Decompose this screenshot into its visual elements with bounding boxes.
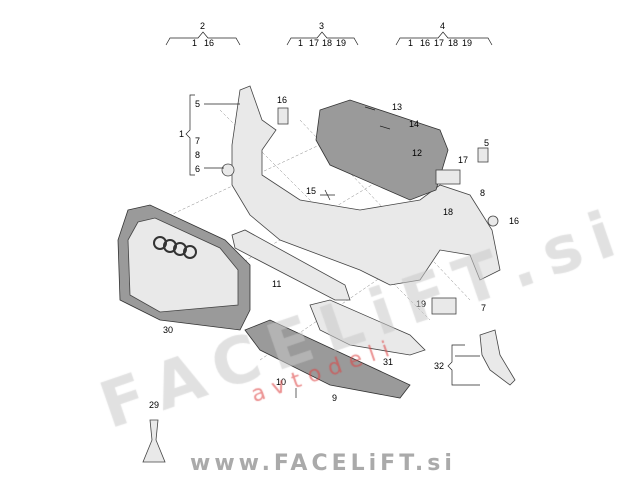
callout[interactable]: 19 [462, 38, 472, 48]
callout[interactable]: 7 [481, 303, 486, 313]
callout[interactable]: 16 [509, 216, 519, 226]
tow-cover[interactable] [435, 169, 461, 185]
clip-5[interactable] [477, 147, 489, 163]
callout[interactable]: 11 [272, 279, 281, 289]
callout[interactable]: 15 [306, 186, 316, 196]
group-2: 2 1 16 [165, 21, 241, 48]
callout[interactable]: 14 [409, 119, 419, 129]
callout[interactable]: 1 [179, 129, 184, 139]
callout[interactable]: 6 [195, 164, 200, 174]
callout[interactable]: 5 [484, 138, 489, 148]
group-label[interactable]: 2 [200, 21, 205, 31]
callout[interactable]: 31 [383, 357, 393, 367]
callout[interactable]: 19 [336, 38, 346, 48]
side-bracket[interactable] [479, 329, 516, 386]
callout[interactable]: 7 [195, 136, 200, 146]
callout[interactable]: 16 [204, 38, 214, 48]
callout[interactable]: 8 [480, 188, 485, 198]
group-4: 4 1 16 17 18 19 [395, 21, 493, 48]
callout[interactable]: 1 [298, 38, 303, 48]
grille-carrier[interactable] [315, 99, 449, 201]
callout[interactable]: 13 [392, 102, 402, 112]
clip-16[interactable] [277, 107, 289, 125]
group-label[interactable]: 3 [319, 21, 324, 31]
callout[interactable]: 19 [416, 299, 426, 309]
nut-16[interactable] [487, 215, 499, 227]
callout[interactable]: 32 [434, 361, 444, 371]
callout[interactable]: 16 [420, 38, 430, 48]
callout[interactable]: 17 [458, 155, 468, 165]
callout[interactable]: 16 [277, 95, 287, 105]
clip-15[interactable] [320, 189, 335, 201]
group-label[interactable]: 4 [440, 21, 445, 31]
tow-hook-29[interactable] [142, 419, 166, 463]
bracket-1: 1 5 7 8 6 [179, 94, 240, 176]
callout[interactable]: 12 [412, 148, 422, 158]
callout[interactable]: 5 [195, 99, 200, 109]
bracket-19[interactable] [431, 297, 457, 315]
callout[interactable]: 18 [443, 207, 453, 217]
callout[interactable]: 10 [276, 377, 286, 387]
group-3: 3 1 17 18 19 [286, 21, 359, 48]
washer-6[interactable] [221, 163, 235, 177]
callout[interactable]: 17 [434, 38, 444, 48]
callout[interactable]: 8 [195, 150, 200, 160]
callout[interactable]: 18 [322, 38, 332, 48]
grille[interactable] [117, 204, 251, 331]
callout[interactable]: 17 [309, 38, 319, 48]
callout[interactable]: 1 [408, 38, 413, 48]
callout[interactable]: 9 [332, 393, 337, 403]
watermark-url: www.FACELiFT.si [190, 451, 456, 476]
callout[interactable]: 1 [192, 38, 197, 48]
callout[interactable]: 30 [163, 325, 173, 335]
callout[interactable]: 29 [149, 400, 159, 410]
callout[interactable]: 18 [448, 38, 458, 48]
